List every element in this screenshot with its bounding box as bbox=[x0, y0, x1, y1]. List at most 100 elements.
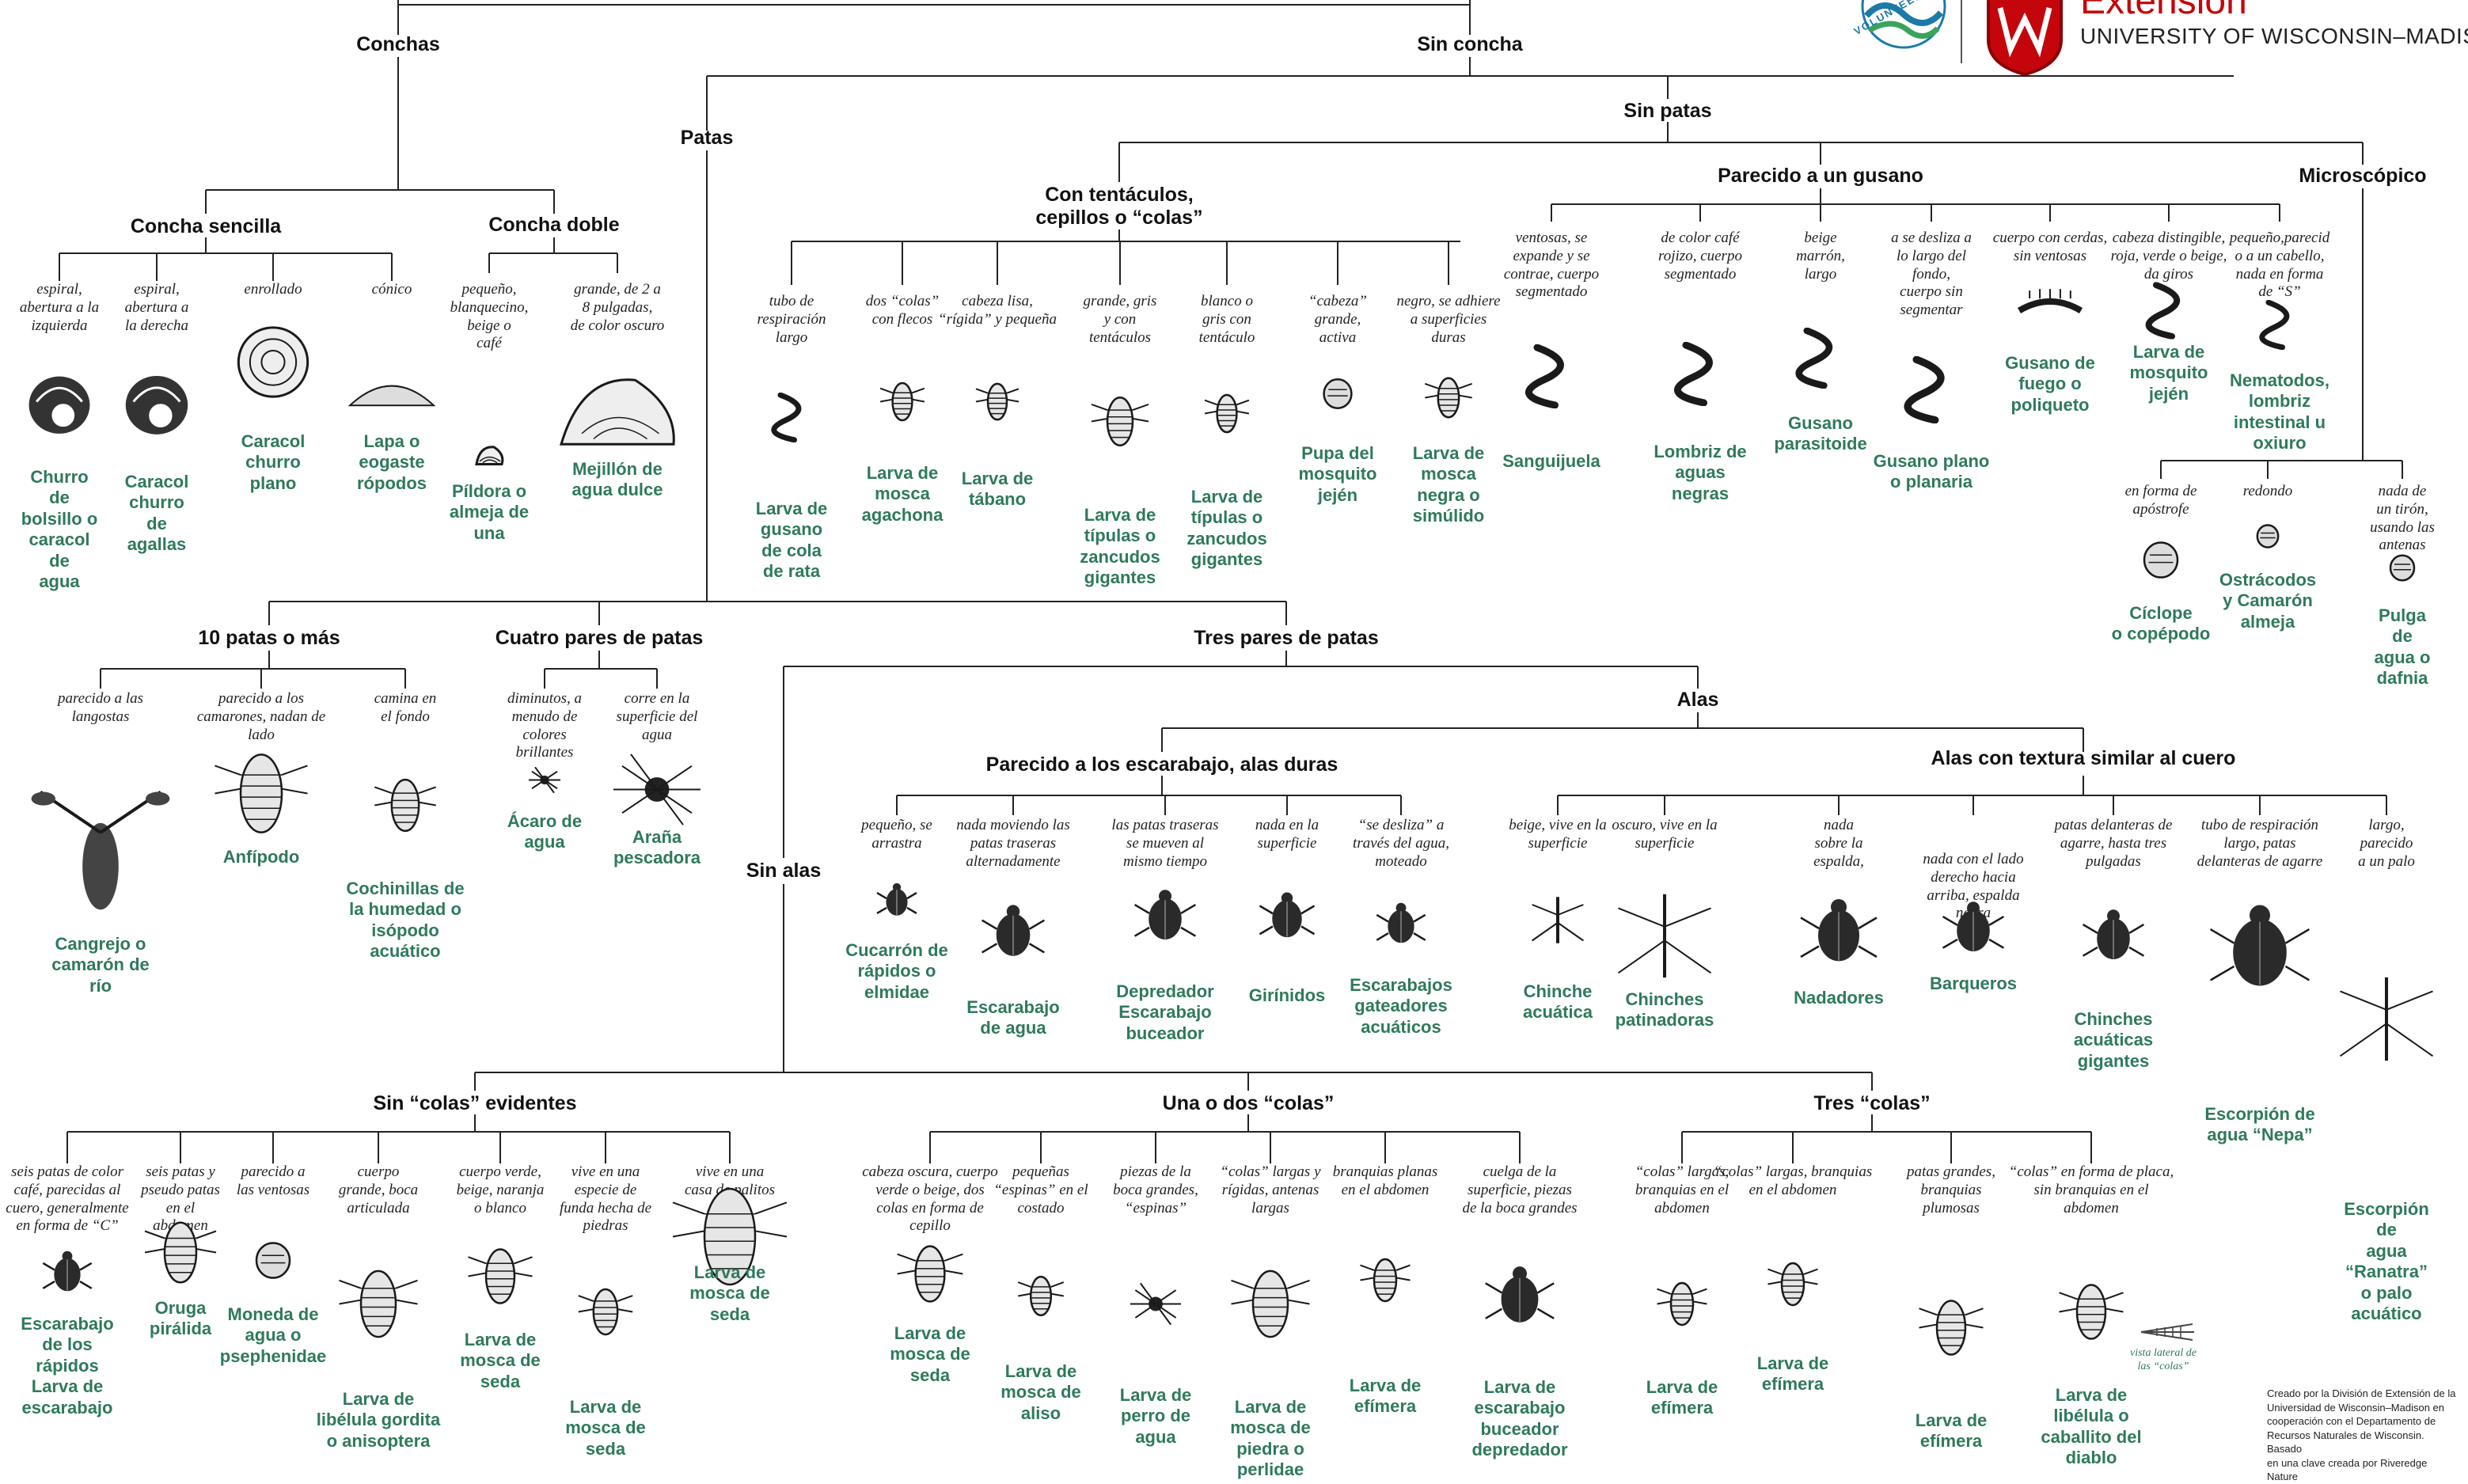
ostracod-icon bbox=[2250, 521, 2285, 556]
heading-gusano: Parecido a un gusano bbox=[1718, 165, 1923, 187]
description-line: agarre, hasta tres bbox=[2060, 834, 2167, 852]
name-line: efímera bbox=[1761, 1374, 1824, 1395]
name-line: psephenidae bbox=[219, 1345, 327, 1366]
heading-tentaculos-line: Con tentáculos, bbox=[1045, 184, 1194, 206]
description-line: en forma de bbox=[2124, 483, 2197, 499]
description-line: beige, vive en la bbox=[1509, 817, 1607, 833]
description-line: largo bbox=[1804, 265, 1837, 283]
name-line: rápidos bbox=[36, 1355, 99, 1376]
description-line: rígidas, antenas bbox=[1221, 1181, 1319, 1198]
name-line: de rata bbox=[762, 561, 821, 582]
description-line: piedras bbox=[583, 1217, 628, 1235]
side-view-note: vista lateral de las “colas” bbox=[2130, 1347, 2197, 1374]
name-line: Larva de bbox=[1646, 1377, 1718, 1397]
daphnia-icon bbox=[2383, 550, 2422, 590]
description-line: largo, parecido bbox=[2360, 817, 2413, 852]
description-line: colores bbox=[522, 726, 567, 743]
description-line: en el abdomen bbox=[1341, 1181, 1430, 1198]
alderfly-larva-icon bbox=[1016, 1273, 1066, 1323]
description-line: beige o bbox=[467, 317, 511, 334]
name-line: mosca de bbox=[689, 1283, 770, 1304]
description-line: en el bbox=[165, 1199, 196, 1216]
credit-text: Creado por la División de Extensión de l… bbox=[2267, 1387, 2457, 1484]
name-line: acuático bbox=[370, 941, 441, 962]
organism-description: cuerpo con cerdas,sin ventosas bbox=[1993, 230, 2107, 266]
description-line: de color oscuro bbox=[570, 317, 665, 334]
description-line: se mueven al bbox=[1126, 834, 1205, 852]
diving-beetle-icon bbox=[1133, 888, 1197, 949]
description-line: “rígida” y pequeña bbox=[938, 310, 1057, 328]
description-line: arrastra bbox=[871, 834, 922, 852]
name-line: Barqueros bbox=[1929, 974, 2018, 993]
snipe-fly-larva-icon bbox=[878, 380, 927, 428]
heading-sin-concha: Sin concha bbox=[1417, 33, 1523, 55]
description-line: café, parecidas al bbox=[13, 1181, 121, 1198]
name-line: agua bbox=[39, 571, 80, 591]
name-line: escarabajo bbox=[1474, 1398, 1566, 1418]
description-line: a un palo bbox=[2358, 852, 2415, 870]
description-line: cuerpo con cerdas, bbox=[1992, 230, 2108, 246]
name-line: seda bbox=[909, 1364, 951, 1385]
name-line: Larva de bbox=[1084, 505, 1156, 525]
heading-alas: Alas bbox=[1676, 689, 1719, 711]
description-line: nada con el lado bbox=[1923, 851, 2024, 867]
heading-sin-patas: Sin patas bbox=[1623, 100, 1712, 122]
limpet-icon bbox=[347, 351, 436, 433]
leech-icon bbox=[1516, 343, 1587, 412]
name-line: Anfípodo bbox=[222, 847, 300, 867]
name-line: Pupa del bbox=[1301, 443, 1374, 463]
description-line: pequeño, se bbox=[861, 817, 932, 833]
credit-line: en una clave creada por Riveredge Nature bbox=[2267, 1456, 2428, 1483]
name-line: mosca de bbox=[1000, 1382, 1081, 1402]
riffle-beetle-icon bbox=[876, 882, 917, 923]
caterpillar-icon bbox=[141, 1217, 220, 1292]
name-line: Araña bbox=[632, 827, 682, 847]
description-line: “colas” en forma de placa, bbox=[2008, 1163, 2174, 1180]
description-line: nada de un tirón, bbox=[2376, 483, 2428, 518]
description-line: pulgadas bbox=[2086, 852, 2141, 870]
heading-conchas: Conchas bbox=[356, 33, 440, 55]
name-line: Larva de bbox=[464, 1330, 537, 1349]
description-line: nada moviendo las bbox=[956, 817, 1070, 833]
name-line: Caracol bbox=[241, 431, 306, 451]
name-line: Escarabajo bbox=[1118, 1002, 1212, 1023]
description-line: ventosas, se bbox=[1515, 230, 1588, 246]
description-line: superficie bbox=[1635, 834, 1695, 852]
name-line: Larva de bbox=[1190, 487, 1263, 507]
name-line: Mejillón de bbox=[572, 459, 663, 479]
tail-side-view-icon bbox=[2140, 1323, 2194, 1341]
mussel-icon bbox=[558, 364, 677, 475]
description-line: apóstrofe bbox=[2132, 500, 2189, 518]
crane-fly-larva-icon bbox=[1088, 393, 1152, 454]
description-line: o a un cabello, bbox=[2234, 247, 2325, 264]
fishing-spider-icon bbox=[613, 750, 701, 833]
name-line: Larva de bbox=[31, 1376, 104, 1397]
description-line: superficie bbox=[1528, 834, 1588, 852]
description-line: colas en forma de bbox=[876, 1199, 984, 1216]
name-line: efímera bbox=[1354, 1396, 1417, 1417]
description-line: nada en la bbox=[1255, 817, 1319, 833]
name-line: Larva de bbox=[755, 499, 828, 518]
description-line: derecho hacia bbox=[1931, 868, 2016, 886]
